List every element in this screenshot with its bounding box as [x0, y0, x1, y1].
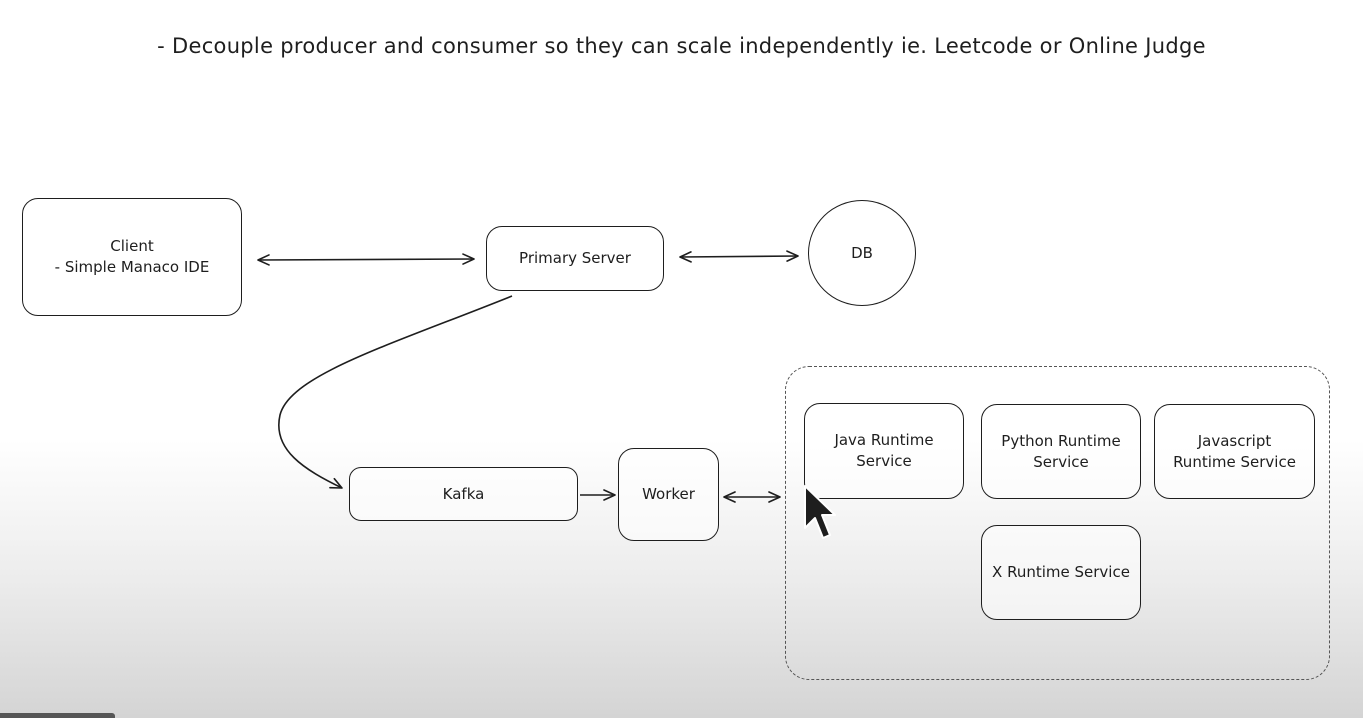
arrow-primary-server-kafka	[278, 295, 513, 489]
javascript-runtime-line1: Javascript	[1197, 431, 1272, 450]
client-node: Client - Simple Manaco IDE	[22, 198, 242, 316]
x-runtime-label: X Runtime Service	[992, 563, 1130, 581]
kafka-node: Kafka	[349, 467, 578, 521]
db-node: DB	[808, 200, 916, 306]
worker-label: Worker	[642, 485, 695, 503]
diagram-headline: - Decouple producer and consumer so they…	[157, 34, 1206, 58]
java-runtime-line1: Java Runtime	[834, 431, 934, 449]
worker-node: Worker	[618, 448, 719, 541]
client-subtitle: - Simple Manaco IDE	[54, 258, 210, 276]
primary-server-label: Primary Server	[519, 249, 631, 267]
javascript-runtime-node: Javascript Runtime Service	[1154, 404, 1315, 499]
arrow-client-primary-server	[257, 253, 475, 266]
kafka-label: Kafka	[442, 484, 485, 503]
runtime-services-group	[785, 366, 1330, 680]
arrow-primary-server-db	[679, 250, 799, 263]
javascript-runtime-line2: Runtime Service	[1173, 452, 1296, 471]
primary-server-node: Primary Server	[486, 226, 664, 291]
video-progress-bar[interactable]	[0, 713, 115, 718]
python-runtime-node: Python Runtime Service	[981, 404, 1141, 499]
x-runtime-node: X Runtime Service	[981, 525, 1141, 620]
java-runtime-line2: Service	[856, 452, 912, 470]
python-runtime-line2: Service	[1033, 452, 1089, 471]
client-title: Client	[110, 237, 154, 255]
python-runtime-line1: Python Runtime	[1001, 431, 1121, 450]
db-label: DB	[851, 243, 873, 262]
java-runtime-node: Java Runtime Service	[804, 403, 964, 499]
mouse-cursor-icon	[804, 485, 836, 539]
